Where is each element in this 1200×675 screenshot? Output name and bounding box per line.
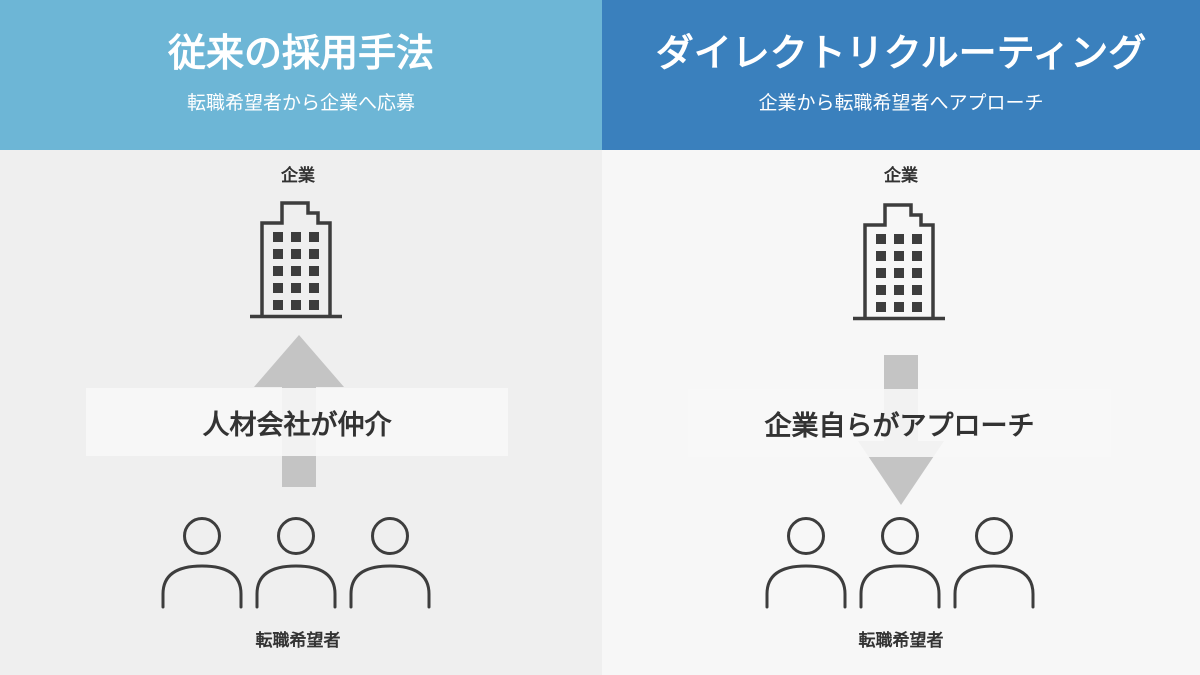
direct-company-label: 企業 [884,166,918,186]
traditional-title: 従来の採用手法 [167,31,434,75]
traditional-channel-band: 人材会社が仲介 [86,388,508,456]
traditional-channel-label: 人材会社が仲介 [202,409,392,441]
traditional-candidates-label: 転職希望者 [255,631,341,651]
building-icon [853,203,945,321]
traditional-header: 従来の採用手法 転職希望者から企業へ応募 [0,0,602,150]
people-icon [765,517,1035,609]
traditional-subtitle: 転職希望者から企業へ応募 [186,92,415,114]
traditional-company-label: 企業 [281,166,315,186]
direct-title: ダイレクトリクルーティング [655,31,1147,75]
building-icon [250,201,342,319]
direct-recruiting-panel: ダイレクトリクルーティング 企業から転職希望者へアプローチ 企業 企業自らがアプ… [602,0,1200,675]
direct-channel-band: 企業自らがアプローチ [688,389,1111,457]
direct-header: ダイレクトリクルーティング 企業から転職希望者へアプローチ [602,0,1200,150]
direct-channel-label: 企業自らがアプローチ [764,410,1035,442]
direct-subtitle: 企業から転職希望者へアプローチ [758,92,1044,114]
people-icon [161,517,431,609]
traditional-recruiting-panel: 従来の採用手法 転職希望者から企業へ応募 企業 人材会社が仲介 転職希望者 [0,0,602,651]
direct-candidates-label: 転職希望者 [858,631,944,651]
